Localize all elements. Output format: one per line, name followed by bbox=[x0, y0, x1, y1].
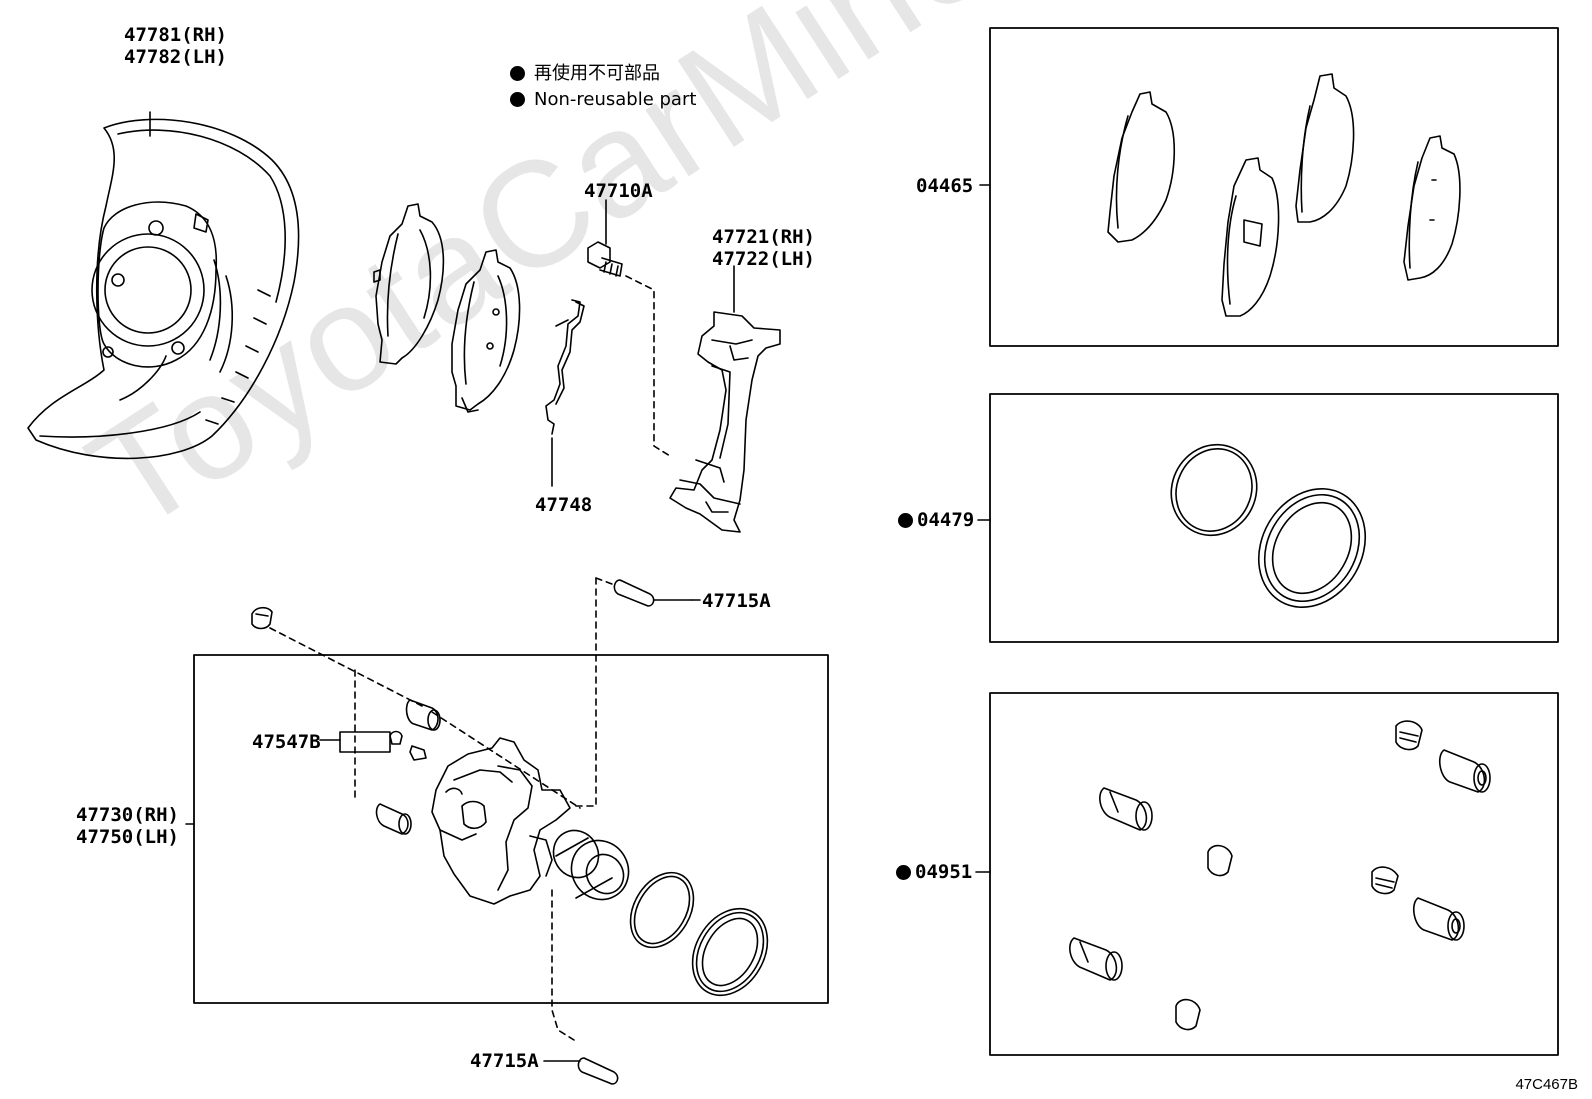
boot-kit-parts-drawing bbox=[1069, 720, 1491, 1031]
non-reusable-dot-icon bbox=[510, 66, 525, 81]
slide-pin-top-drawing bbox=[575, 577, 693, 807]
non-reusable-dot-icon bbox=[510, 92, 525, 107]
label-bolt[interactable]: 47710A bbox=[584, 180, 653, 202]
legend-jp: 再使用不可部品 bbox=[510, 62, 660, 86]
label-shield-rh[interactable]: 47781(RH) bbox=[124, 24, 227, 46]
inner-pad-drawing bbox=[451, 249, 521, 413]
outer-pad-drawing bbox=[373, 203, 445, 365]
non-reusable-dot-icon bbox=[898, 513, 913, 528]
caliper-box bbox=[193, 654, 829, 1004]
non-reusable-dot-icon bbox=[896, 865, 911, 880]
label-bleeder[interactable]: 47547B bbox=[252, 731, 321, 753]
label-pad-kit[interactable]: 04465 bbox=[916, 175, 974, 197]
diagram-id: 47C467B bbox=[1515, 1076, 1578, 1093]
label-shield-lh[interactable]: 47782(LH) bbox=[124, 46, 227, 68]
caliper-small-parts-drawing bbox=[319, 669, 441, 835]
pad-kit-box bbox=[989, 27, 1559, 347]
label-mount-rh[interactable]: 47721(RH) bbox=[712, 226, 815, 248]
label-caliper-lh[interactable]: 47750(LH) bbox=[76, 826, 179, 848]
boot-kit-box bbox=[989, 692, 1559, 1056]
dust-shield-drawing bbox=[27, 111, 300, 460]
seal-kit-box bbox=[989, 393, 1559, 643]
caliper-body-drawing bbox=[431, 737, 575, 1041]
anti-squeal-clip-drawing bbox=[545, 299, 585, 487]
label-caliper-rh[interactable]: 47730(RH) bbox=[76, 804, 179, 826]
piston-drawing bbox=[552, 829, 630, 901]
label-clip[interactable]: 47748 bbox=[535, 494, 593, 516]
label-pin-top[interactable]: 47715A bbox=[702, 590, 771, 612]
label-mount-lh[interactable]: 47722(LH) bbox=[712, 248, 815, 270]
label-pin-bottom[interactable]: 47715A bbox=[470, 1050, 539, 1072]
slide-pin-bottom-drawing bbox=[543, 1057, 619, 1085]
seal-kit-rings-drawing bbox=[1170, 443, 1367, 609]
label-boot-kit[interactable]: 04951 bbox=[896, 861, 972, 883]
piston-boot-drawing bbox=[691, 907, 769, 997]
piston-seal-drawing bbox=[629, 871, 695, 949]
boot-cap-drawing bbox=[251, 606, 581, 809]
pad-kit-pads-drawing bbox=[1107, 73, 1461, 317]
caliper-mount-drawing bbox=[669, 265, 781, 533]
mounting-bolt-drawing bbox=[587, 199, 671, 457]
legend-en: Non-reusable part bbox=[510, 88, 696, 112]
label-seal-kit[interactable]: 04479 bbox=[898, 509, 974, 531]
